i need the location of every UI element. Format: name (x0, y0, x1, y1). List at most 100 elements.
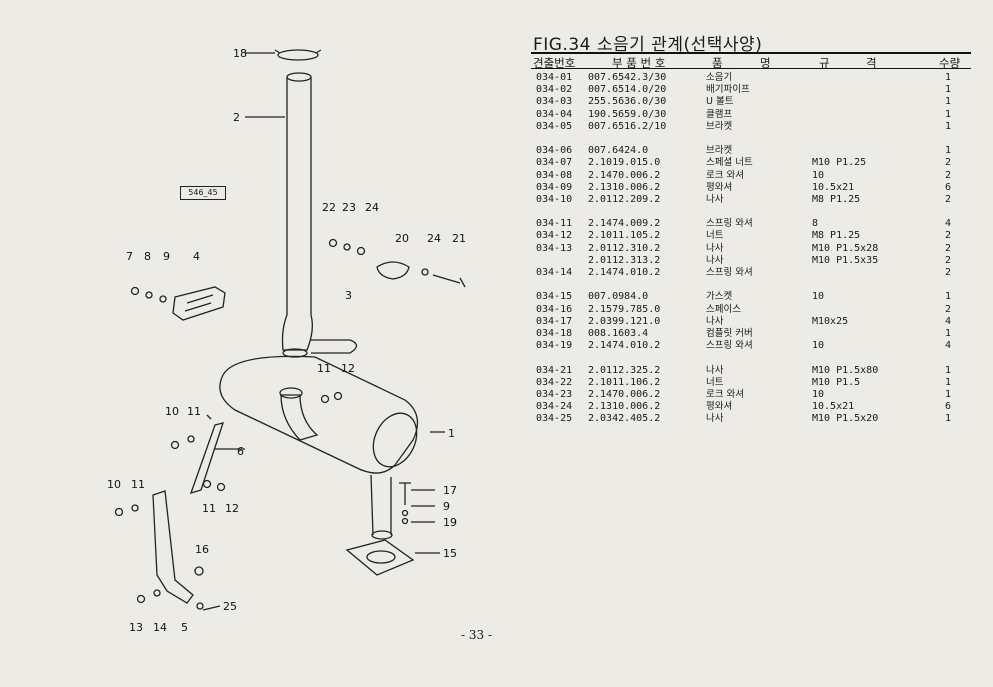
callout-21: 21 (452, 232, 466, 245)
part-qty: 2 (945, 193, 952, 205)
callout-6: 6 (237, 445, 244, 458)
header-code: 견출번호 (533, 56, 576, 70)
title-underline (531, 52, 971, 54)
part-name: 평와셔 (706, 401, 733, 413)
part-spec: M10 P1.5x35 (812, 254, 879, 266)
part-spec: 10 (812, 388, 825, 400)
part-number: 2.1310.006.2 (588, 181, 661, 193)
part-name: 나사 (706, 193, 724, 205)
part-qty: 6 (945, 401, 952, 413)
table-row: 034-24 2.1310.006.2 평와셔 10.5x21 6 (531, 401, 971, 413)
part-qty: 1 (945, 96, 952, 108)
part-number: 2.1579.785.0 (588, 303, 661, 315)
part-number: 2.0399.121.0 (588, 315, 661, 327)
part-name: 평와셔 (706, 181, 733, 193)
part-code: 034-05 (536, 120, 573, 132)
part-spec: M8 P1.25 (812, 193, 861, 205)
u-bolt-shape (311, 339, 358, 354)
callout-12b: 12 (225, 502, 239, 515)
part-name: 브라켓 (706, 145, 733, 157)
header-underline (531, 68, 971, 69)
part-number: 2.1310.006.2 (588, 401, 661, 413)
part-code: 034-18 (536, 327, 573, 339)
part-number: 007.6424.0 (588, 145, 649, 157)
part-name: 스프링 와셔 (706, 340, 753, 352)
callout-10b: 10 (107, 478, 121, 491)
part-spec: M10x25 (812, 315, 849, 327)
callout-11c: 11 (131, 478, 145, 491)
part-qty: 4 (945, 315, 952, 327)
figure-title: FIG.34 소음기 관계(선택사양) (533, 35, 763, 55)
part-code: 034-08 (536, 169, 573, 181)
part-spec: 10 (812, 169, 825, 181)
table-spacer (531, 352, 971, 364)
exploded-parts-diagram: 18 2 22 23 24 20 24 21 7 8 9 4 3 11 12 1… (95, 35, 495, 645)
callout-22: 22 (322, 201, 336, 214)
part-name: 클램프 (706, 108, 733, 120)
part-qty: 2 (945, 169, 952, 181)
callout-15: 15 (443, 547, 457, 560)
header-part: 부 품 번 호 (612, 56, 666, 70)
part-name: 가스켓 (706, 291, 733, 303)
part-code: 034-03 (536, 96, 573, 108)
part-name: 나사 (706, 315, 724, 327)
callout-3: 3 (345, 289, 352, 302)
part-spec: M10 P1.5x80 (812, 364, 879, 376)
part-name: 너트 (706, 230, 724, 242)
part-name: U 볼트 (706, 96, 734, 108)
part-code: 034-12 (536, 230, 573, 242)
part-name: 스페이스 (706, 303, 741, 315)
part-code: 034-24 (536, 401, 573, 413)
reference-box: 546_45 (180, 186, 226, 200)
part-qty: 2 (945, 157, 952, 169)
part-name: 소음기 (706, 72, 733, 83)
callout-25: 25 (223, 600, 237, 613)
part-number: 007.6542.3/30 (588, 72, 667, 83)
callout-7: 7 (126, 250, 133, 263)
callout-12a: 12 (341, 362, 355, 375)
part-number: 008.1603.4 (588, 327, 649, 339)
part-number: 2.1011.106.2 (588, 376, 661, 388)
callout-4: 4 (193, 250, 200, 263)
part-code: 034-04 (536, 108, 573, 120)
callout-10a: 10 (165, 405, 179, 418)
part-number: 2.0112.325.2 (588, 364, 661, 376)
part-number: 007.0984.0 (588, 291, 649, 303)
part-qty: 4 (945, 218, 952, 230)
table-spacer (531, 279, 971, 291)
callout-20: 20 (395, 232, 409, 245)
part-spec: 10.5x21 (812, 401, 855, 413)
part-qty: 1 (945, 120, 952, 132)
part-spec: 10.5x21 (812, 181, 855, 193)
part-qty: 1 (945, 291, 952, 303)
bracket-6-shape (189, 422, 224, 494)
part-spec: M10 P1.5x28 (812, 242, 879, 254)
part-spec: M10 P1.25 (812, 157, 867, 169)
part-qty: 2 (945, 242, 952, 254)
part-code: 034-23 (536, 388, 573, 400)
part-spec: 10 (812, 340, 825, 352)
part-code: 034-07 (536, 157, 573, 169)
clamp-18-shape (277, 49, 319, 61)
part-qty: 1 (945, 364, 952, 376)
part-qty: 1 (945, 388, 952, 400)
header-spec-2: 격 (866, 56, 877, 70)
part-number: 2.0112.313.2 (588, 254, 661, 266)
part-name: 나사 (706, 242, 724, 254)
part-name: 나사 (706, 254, 724, 266)
